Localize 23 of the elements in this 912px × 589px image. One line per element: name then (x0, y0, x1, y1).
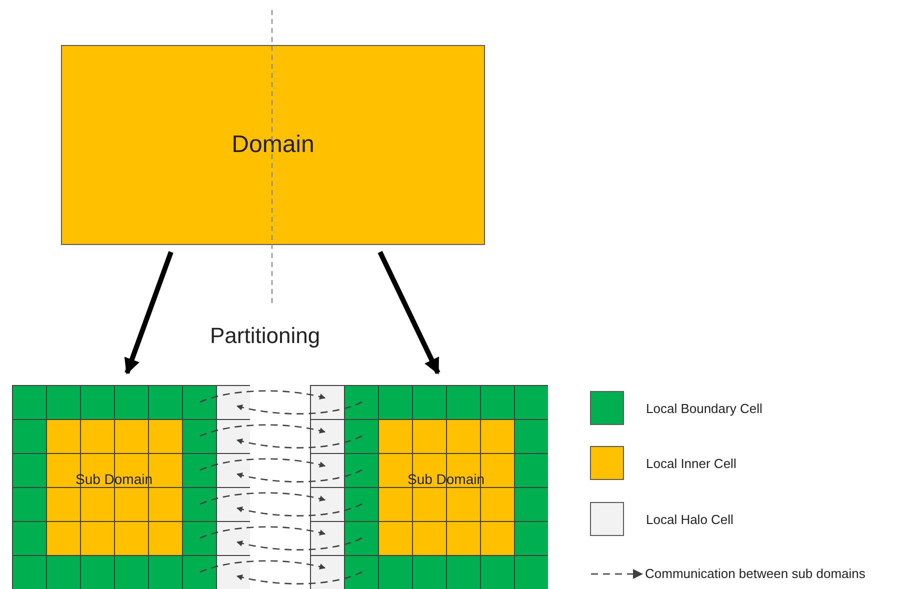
arrow (236, 469, 362, 482)
arrow (200, 560, 326, 573)
node-label: Domain (232, 131, 314, 159)
legend-label: Local Boundary Cell (646, 401, 762, 416)
arrow (236, 435, 362, 448)
arrow (200, 492, 326, 505)
arrow (200, 526, 326, 539)
arrow (236, 401, 362, 414)
domain-box (61, 45, 485, 245)
legend-label: Local Halo Cell (646, 512, 734, 527)
arrow (200, 390, 326, 403)
legend-label: Local Inner Cell (646, 456, 736, 471)
arrow (236, 503, 362, 516)
arrow (200, 424, 326, 437)
arrow (124, 251, 174, 374)
arrow (236, 571, 362, 584)
arrow (200, 458, 326, 471)
legend-label: Communication between sub domains (645, 566, 866, 581)
arrow (236, 537, 362, 550)
arrow (378, 250, 440, 374)
annotation-label: Partitioning (210, 323, 320, 349)
sub-domain-grid (12, 385, 250, 589)
sub-domain-grid (310, 385, 548, 589)
